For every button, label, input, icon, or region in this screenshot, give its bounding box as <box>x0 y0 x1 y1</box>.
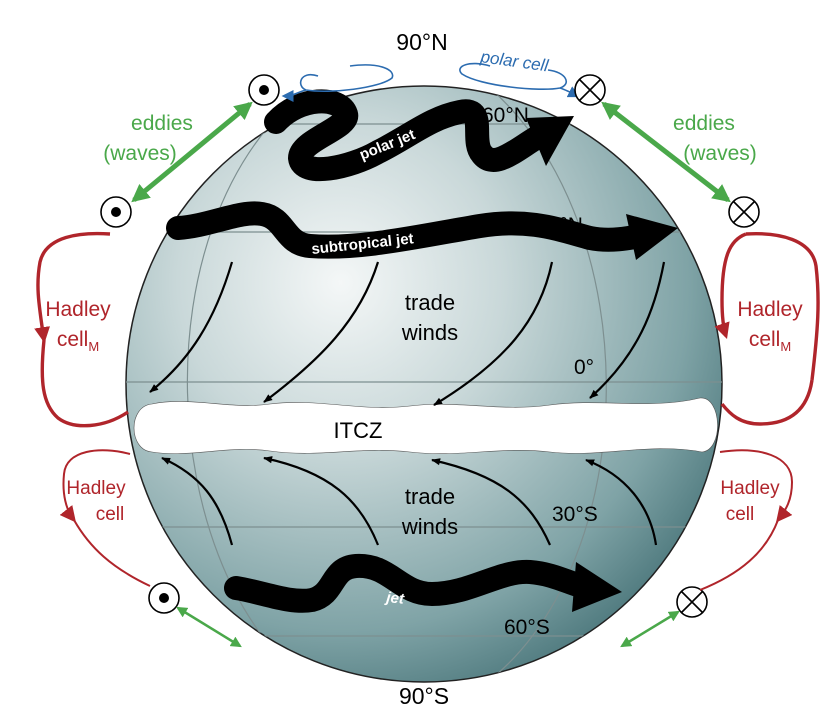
hadley-m-right-label-2: cellM <box>749 328 791 354</box>
itcz-label: ITCZ <box>334 418 383 443</box>
polar-cell-label: polar cell <box>478 47 550 76</box>
eddies-right-label-2: (waves) <box>683 142 757 165</box>
hadley-left-label-2: cell <box>96 504 125 525</box>
lat-90n-label: 90°N <box>396 29 447 55</box>
into-page-symbol-right <box>728 196 760 228</box>
trade-wind-arrow <box>263 261 380 403</box>
eddies-left-label-1: eddies <box>131 112 193 135</box>
trade-wind-arrows-north <box>149 261 666 406</box>
out-of-page-symbol-bottom-left <box>148 582 180 614</box>
hadley-m-left-label-1: Hadley <box>45 298 111 321</box>
eddies-arrow-right <box>601 101 731 203</box>
hadley-m-left-label-2: cellM <box>57 328 99 354</box>
trade-wind-arrow <box>585 458 658 546</box>
hadley-m-right-label-subscript: M <box>780 339 791 354</box>
trade-wind-arrow <box>433 261 554 406</box>
polar-cell-left <box>281 64 394 102</box>
itcz-band <box>133 397 718 454</box>
trade-wind-arrow <box>589 261 666 399</box>
hadley-m-right-label-1: Hadley <box>737 298 803 321</box>
trade-wind-arrow <box>431 458 552 546</box>
lat-60n-label: 60°N <box>482 104 529 127</box>
southern-jet-label: jet <box>384 589 406 608</box>
hadley-m-left-label-base: cell <box>57 328 89 351</box>
hadley-right-label-2: cell <box>726 504 755 525</box>
trade-winds-south-label-2: winds <box>401 514 458 539</box>
lat-30s-label: 30°S <box>552 503 598 526</box>
eddies-arrow-bottom-left <box>176 606 242 648</box>
trade-wind-arrow <box>263 456 380 546</box>
hadley-cell-left <box>59 449 151 587</box>
eddies-arrow-bottom-right <box>620 610 680 648</box>
into-page-symbol-top-right <box>574 74 606 106</box>
eddies-arrow-left <box>131 101 253 203</box>
trade-wind-arrows-south <box>161 456 658 546</box>
hadley-cell-m-left <box>34 231 129 428</box>
hadley-right-label-1: Hadley <box>720 478 780 499</box>
trade-wind-arrow <box>149 261 234 393</box>
out-of-page-symbol-left <box>100 196 132 228</box>
hadley-cell-right <box>699 449 794 591</box>
into-page-symbol-bottom-right <box>676 586 708 618</box>
hadley-cell-m-right <box>714 232 820 426</box>
lat-90s-label: 90°S <box>399 683 449 709</box>
trade-winds-north-label-1: trade <box>405 290 455 315</box>
eddies-left-label-2: (waves) <box>103 142 177 165</box>
out-of-page-symbol-top-left <box>248 74 280 106</box>
hadley-left-label-1: Hadley <box>66 478 126 499</box>
lat-30n-label: 30°N <box>536 214 583 237</box>
hadley-m-right-label-base: cell <box>749 328 781 351</box>
hadley-m-left-label-subscript: M <box>88 339 99 354</box>
trade-winds-north-label-2: winds <box>401 320 458 345</box>
trade-wind-arrow <box>161 456 234 546</box>
polar-jet <box>264 89 574 182</box>
lat-60s-label: 60°S <box>504 616 550 639</box>
eddies-right-label-1: eddies <box>673 112 735 135</box>
subtropical-jet <box>166 201 678 260</box>
lat-0-label: 0° <box>574 356 594 379</box>
trade-winds-south-label-1: trade <box>405 484 455 509</box>
southern-jet <box>224 554 622 613</box>
